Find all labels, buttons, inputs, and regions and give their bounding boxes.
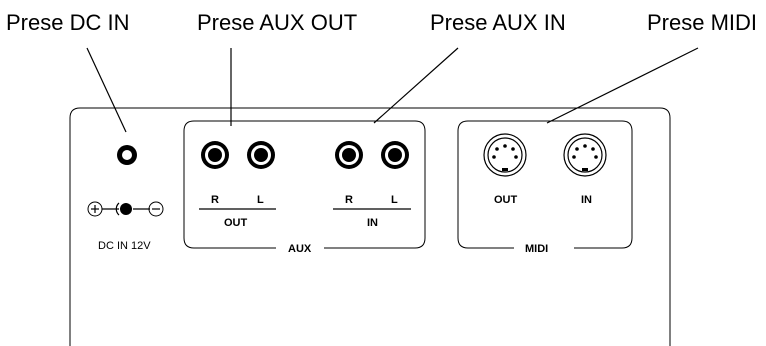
aux-in-label: IN [367, 217, 378, 229]
midi-out-label: OUT [494, 194, 518, 206]
midi-group-label: MIDI [525, 243, 548, 255]
aux-out-l-jack [247, 141, 275, 169]
aux-in-r-label: R [345, 194, 353, 206]
callout-aux-in: Prese AUX IN [430, 10, 566, 35]
midi-out-connector [483, 133, 527, 177]
aux-group-box [183, 120, 426, 249]
aux-out-label: OUT [224, 217, 248, 229]
callout-aux-out: Prese AUX OUT [197, 10, 357, 35]
aux-group-label: AUX [288, 243, 312, 255]
leader-line-aux-in [373, 47, 459, 124]
callout-dc-in: Prese DC IN [6, 10, 129, 35]
aux-out-r-label: R [211, 194, 219, 206]
dc-in-12v-label: DC IN 12V [98, 240, 151, 252]
leader-line-midi [546, 47, 699, 124]
rear-panel-outline [69, 107, 671, 346]
aux-in-l-jack [381, 141, 409, 169]
callout-midi: Prese MIDI [647, 10, 757, 35]
dc-polarity-icon [87, 201, 164, 217]
leader-line-dc-in [86, 47, 127, 133]
aux-in-r-jack [335, 141, 363, 169]
midi-group-box [457, 120, 633, 249]
aux-out-l-label: L [257, 194, 264, 206]
aux-out-r-jack [201, 141, 229, 169]
midi-in-connector [563, 133, 607, 177]
aux-in-l-label: L [391, 194, 398, 206]
dc-in-jack [117, 145, 137, 165]
midi-in-label: IN [581, 194, 592, 206]
